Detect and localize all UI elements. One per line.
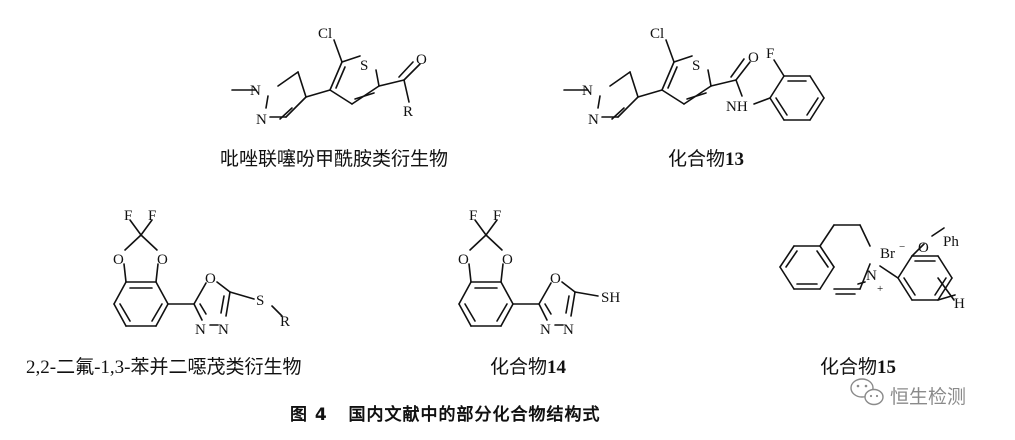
structure-compound-13: N N Cl S O NH F [563, 26, 825, 128]
atom-R: R [403, 104, 413, 120]
wechat-icon [850, 378, 884, 406]
atom-N: N [195, 322, 206, 338]
caption-compound-14-prefix: 化合物 [490, 356, 547, 378]
atom-Cl: Cl [318, 26, 332, 42]
atom-N: N [256, 112, 267, 128]
atom-O: O [205, 271, 216, 287]
atom-S: S [256, 293, 264, 309]
atom-N: N [588, 112, 599, 128]
atom-Ph: Ph [943, 234, 959, 250]
atom-O: O [550, 271, 561, 287]
atom-O: O [918, 240, 929, 256]
caption-compound-13-number: 13 [725, 149, 744, 170]
atom-O: O [502, 252, 513, 268]
atom-F: F [493, 208, 501, 224]
caption-benzodioxole-derivatives: 2,2-二氟-1,3-苯并二噁茂类衍生物 [26, 356, 301, 378]
watermark-text: 恒生检测 [890, 386, 966, 408]
structure-compound-14: F F O O O N N SH [458, 208, 620, 338]
atom-SH: SH [601, 290, 620, 306]
atom-N: N [540, 322, 551, 338]
atom-N: N [218, 322, 229, 338]
atom-NH: NH [726, 99, 748, 115]
structure-pyrazole-thiophene-ketone: N N Cl S O R [231, 26, 427, 128]
atom-N: N [582, 83, 593, 99]
atom-F: F [124, 208, 132, 224]
caption-compound-15-prefix: 化合物 [820, 356, 877, 378]
atom-N: N [250, 83, 261, 99]
atom-Cl: Cl [650, 26, 664, 42]
atom-O: O [113, 252, 124, 268]
figure-caption: 图 4 国内文献中的部分化合物结构式 [290, 404, 601, 425]
caption-compound-15-number: 15 [877, 357, 896, 378]
structure-compound-15: N + Br − O Ph H [779, 224, 965, 312]
atom-O: O [748, 50, 759, 66]
atom-Br: Br [880, 246, 895, 262]
charge-plus: + [877, 283, 883, 295]
atom-O: O [458, 252, 469, 268]
atom-N: N [563, 322, 574, 338]
caption-compound-14-number: 14 [547, 357, 567, 378]
atom-F: F [766, 46, 774, 62]
atom-F: F [469, 208, 477, 224]
atom-F: F [148, 208, 156, 224]
structure-benzodioxole-oxadiazole-thioether: F F O O O N N S R [113, 208, 290, 338]
caption-pyrazole-derivatives: 吡唑联噻吩甲酰胺类衍生物 [220, 148, 448, 170]
caption-compound-13-prefix: 化合物 [668, 148, 725, 170]
atom-H: H [954, 296, 965, 312]
atom-N: N [866, 268, 877, 284]
atom-O: O [416, 52, 427, 68]
atom-S: S [692, 58, 700, 74]
watermark: 恒生检测 [850, 378, 966, 408]
charge-minus: − [899, 241, 905, 253]
atom-O: O [157, 252, 168, 268]
atom-S: S [360, 58, 368, 74]
atom-R: R [280, 314, 290, 330]
